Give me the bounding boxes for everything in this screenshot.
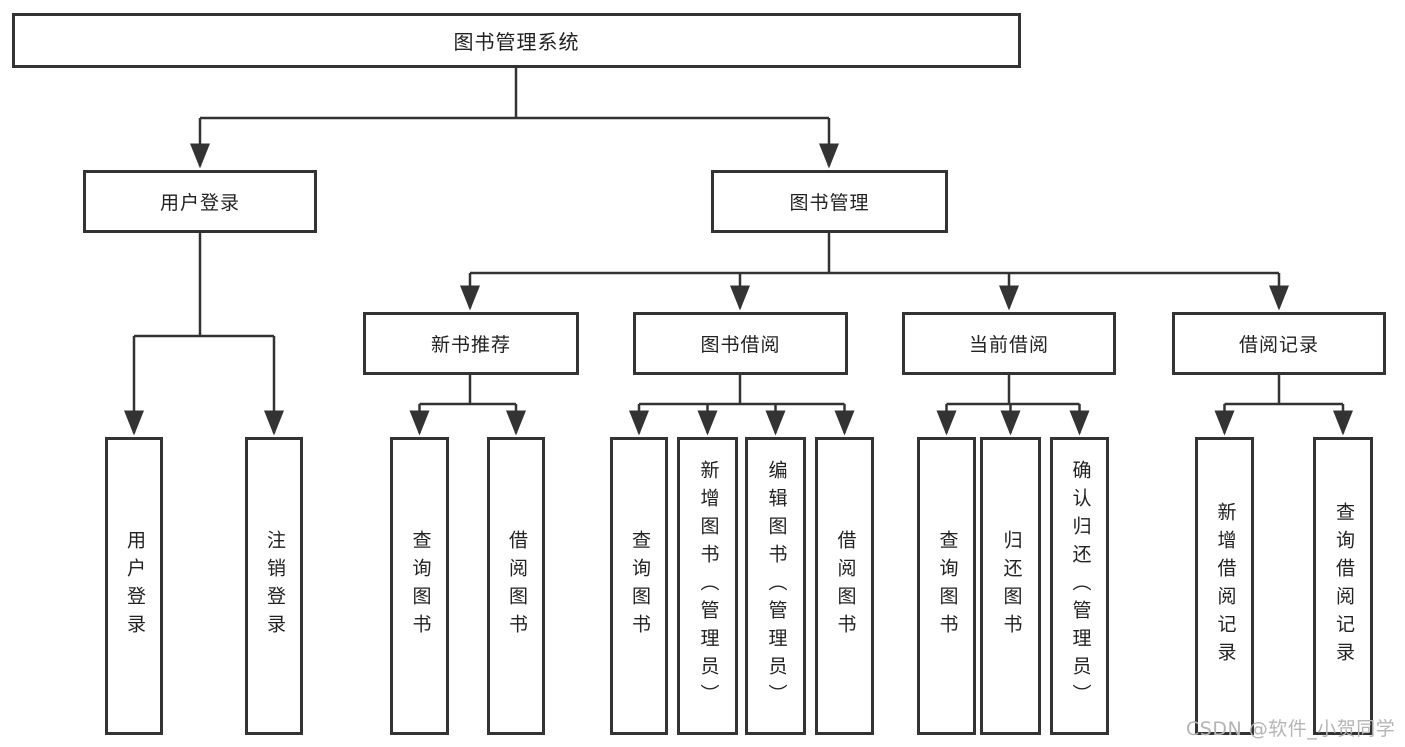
node-borrow-records: 借阅记录	[1172, 312, 1386, 375]
leaf-records-query-record: 查询借阅记录	[1313, 437, 1373, 735]
leaf-current-query-books: 查询图书	[917, 437, 976, 735]
leaf-logout-label: 注销登录	[263, 530, 286, 642]
leaf-borrowing-query-books: 查询图书	[610, 437, 668, 735]
node-new-book-recommend: 新书推荐	[363, 312, 579, 375]
leaf-records-add-record-label: 新增借阅记录	[1214, 502, 1237, 670]
leaf-borrowing-edit-book-admin: 编辑图书（管理员）	[745, 437, 806, 735]
node-book-borrowing: 图书借阅	[633, 312, 848, 375]
node-current-borrowing: 当前借阅	[902, 312, 1116, 375]
leaf-user-login: 用户登录	[105, 437, 163, 735]
node-user-login: 用户登录	[83, 170, 317, 233]
leaf-current-return-books: 归还图书	[980, 437, 1041, 735]
leaf-newbooks-borrow-books-label: 借阅图书	[505, 530, 528, 642]
node-book-management: 图书管理	[711, 170, 948, 233]
leaf-logout: 注销登录	[245, 437, 303, 735]
leaf-borrowing-edit-book-admin-label: 编辑图书（管理员）	[765, 460, 788, 712]
leaf-newbooks-query-books: 查询图书	[390, 437, 449, 735]
leaf-newbooks-borrow-books: 借阅图书	[487, 437, 545, 735]
leaf-borrowing-add-book-admin: 新增图书（管理员）	[677, 437, 738, 735]
node-root: 图书管理系统	[12, 13, 1021, 68]
leaf-user-login-label: 用户登录	[123, 530, 146, 642]
leaf-records-query-record-label: 查询借阅记录	[1332, 502, 1355, 670]
leaf-current-confirm-return-admin: 确认归还（管理员）	[1050, 437, 1109, 735]
leaf-current-query-books-label: 查询图书	[936, 530, 959, 642]
watermark: CSDN @软件_小贺同学	[1186, 718, 1396, 740]
leaf-newbooks-query-books-label: 查询图书	[409, 530, 432, 642]
leaf-current-confirm-return-admin-label: 确认归还（管理员）	[1069, 460, 1092, 712]
leaf-records-add-record: 新增借阅记录	[1195, 437, 1254, 735]
leaf-borrowing-borrow-books-label: 借阅图书	[834, 530, 857, 642]
leaf-borrowing-query-books-label: 查询图书	[628, 530, 651, 642]
leaf-borrowing-add-book-admin-label: 新增图书（管理员）	[697, 460, 720, 712]
leaf-borrowing-borrow-books: 借阅图书	[815, 437, 874, 735]
leaf-current-return-books-label: 归还图书	[1000, 530, 1023, 642]
